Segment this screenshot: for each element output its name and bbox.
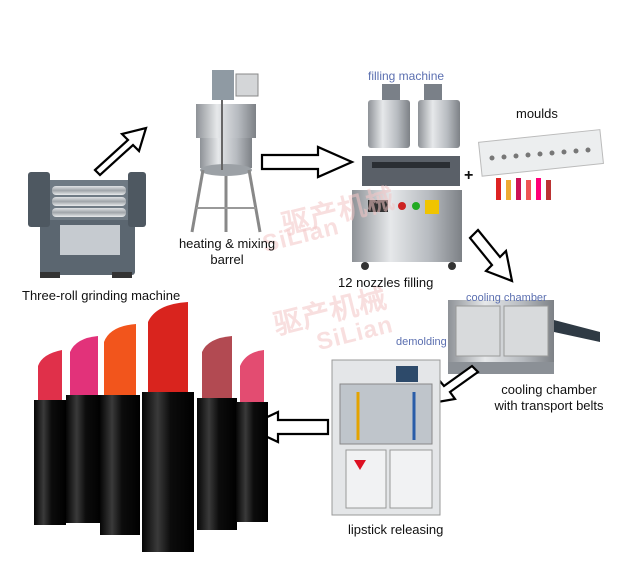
filling-machine [352,84,462,270]
lipsticks-group [34,302,268,552]
lipstick-6 [236,350,268,522]
moulds-image [478,129,604,200]
cooling-chamber [448,300,600,374]
label-heating-mixing-line1: heating & mixing [178,236,276,251]
label-lipstick-releasing: lipstick releasing [348,522,444,537]
lipstick-3 [100,324,140,535]
lipstick-1 [34,350,66,525]
lipstick-2 [66,336,102,523]
heating-mixing-barrel [190,70,262,233]
label-filling-machine-title: filling machine [368,69,445,83]
three-roll-grinding-machine [28,172,146,278]
label-heating-mixing-line2: barrel [210,252,244,267]
demolding-machine [331,359,441,516]
lipstick-4 [142,302,194,552]
label-cooling-chamber-title: cooling chamber [466,292,547,304]
label-three-roll-grinding: Three-roll grinding machine [22,288,181,303]
label-12-nozzles-filling: 12 nozzles filling [338,275,434,290]
arrow-filling-to-cooling [468,228,514,283]
label-demolding-title: demolding [396,336,447,348]
arrow-grinding-to-heating [93,126,148,177]
label-moulds: moulds [516,106,558,121]
lipstick-5 [197,336,237,530]
label-cooling-caption-line1: cooling chamber [501,382,597,397]
arrow-heating-to-filling [260,145,355,179]
mould-holes [489,147,591,161]
label-cooling-caption-line2: with transport belts [494,398,604,413]
plus-sign: + [464,167,474,184]
mini-lipsticks [496,178,551,200]
